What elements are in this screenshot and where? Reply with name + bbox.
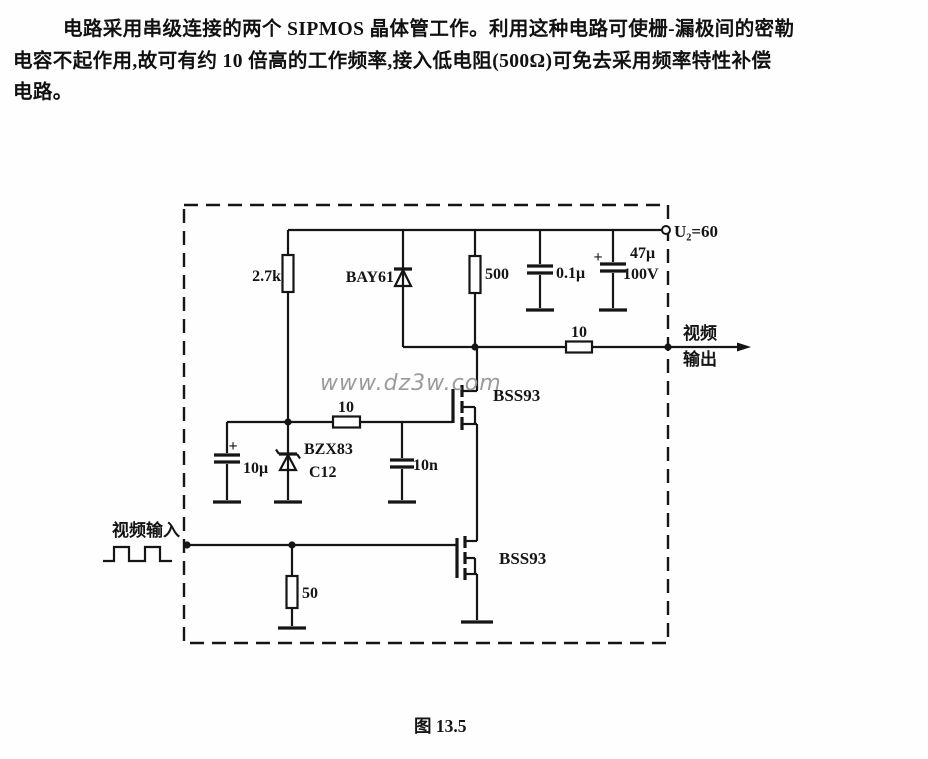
capacitor-10n: 10n <box>388 422 438 504</box>
supply-label: U₂=60 <box>674 222 718 241</box>
mosfet-q1-label: BSS93 <box>493 386 540 405</box>
resistor-2k7-label: 2.7k <box>252 268 281 285</box>
figure-caption: 图 13.5 <box>414 716 467 736</box>
pulse-waveform-icon <box>103 545 172 563</box>
resistor-2k7: 2.7k <box>252 230 295 422</box>
capacitor-47u-voltage: 100V <box>623 266 659 283</box>
circuit-schematic: U₂=60 2.7k BAY61 500 <box>103 203 751 736</box>
intro-paragraph: 电路采用串级连接的两个 SIPMOS 晶体管工作。利用这种电路可使栅-漏极间的密… <box>13 14 917 109</box>
watermark: www.dz3w.com <box>320 371 502 396</box>
resistor-out10-label: 10 <box>571 324 587 341</box>
resistor-500-label: 500 <box>485 266 509 283</box>
supply-terminal <box>661 225 671 235</box>
capacitor-10u: + 10μ <box>213 422 268 504</box>
capacitor-10u-label: 10μ <box>243 460 268 477</box>
resistor-500: 500 <box>468 230 509 347</box>
video-output-line: 10 视频 输出 <box>471 323 751 369</box>
video-output-label-top: 视频 <box>683 323 717 343</box>
paragraph-line-3: 电路。 <box>13 82 73 103</box>
capacitor-0u1-label: 0.1μ <box>556 265 585 282</box>
capacitor-47u-plus: + <box>593 249 602 266</box>
capacitor-0u1: 0.1μ <box>526 230 585 312</box>
paragraph-line-2: 电容不起作用,故可有约 10 倍高的工作频率,接入低电阻(500Ω)可免去采用频… <box>13 50 772 72</box>
dashed-enclosure <box>182 203 670 645</box>
zener-label-line2: C12 <box>309 464 337 481</box>
mosfet-q2-label: BSS93 <box>499 549 546 568</box>
resistor-50-label: 50 <box>302 585 318 602</box>
gate-bus: 10 <box>227 399 453 429</box>
resistor-50: 50 <box>278 545 318 630</box>
zener-label-line1: BZX83 <box>304 441 353 458</box>
mosfet-q2-bss93: BSS93 <box>455 536 546 624</box>
video-input-label: 视频输入 <box>112 520 180 540</box>
video-input: 视频输入 <box>103 520 457 563</box>
video-output-label-bottom: 输出 <box>683 349 717 369</box>
capacitor-10u-plus: + <box>228 438 237 455</box>
paragraph-line-1: 电路采用串级连接的两个 SIPMOS 晶体管工作。利用这种电路可使栅-漏极间的密… <box>63 19 795 40</box>
zener-bzx83: BZX83 C12 <box>274 422 353 504</box>
diode-bay61: BAY61 <box>346 230 475 349</box>
capacitor-47u: + 47μ 100V <box>593 230 659 312</box>
mosfet-q1-bss93: BSS93 <box>451 347 540 541</box>
capacitor-47u-value: 47μ <box>630 245 655 262</box>
resistor-gate10-label: 10 <box>338 399 354 416</box>
diode-bay61-label: BAY61 <box>346 269 394 286</box>
capacitor-10n-label: 10n <box>413 457 438 474</box>
supply-rail: U₂=60 <box>288 222 718 241</box>
